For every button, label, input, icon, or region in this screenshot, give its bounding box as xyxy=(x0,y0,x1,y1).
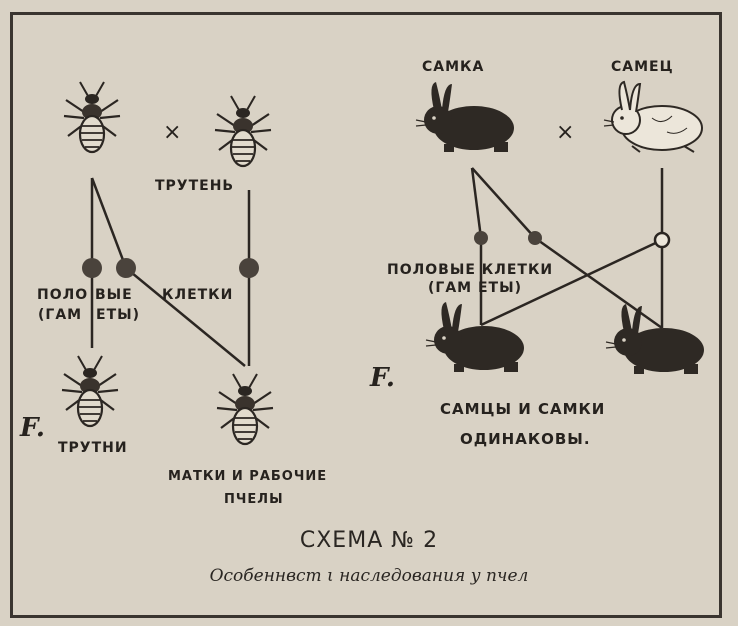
female-gamete-dot xyxy=(528,231,542,245)
female-rabbit-icon xyxy=(416,82,514,152)
rabbit-offspring-label-2: ОДИНАКОВЫ. xyxy=(460,430,591,448)
worker-offspring-bee-icon xyxy=(217,374,273,444)
gamete-dot xyxy=(239,258,259,278)
queens-workers-label: МАТКИ И РАБОЧИЕ xyxy=(168,469,327,484)
bee-gametes-label-2: ВЫЕ xyxy=(95,287,133,303)
female-gamete-dot xyxy=(474,231,488,245)
bee-gametes-paren-2: ЕТЫ) xyxy=(96,307,140,323)
male-gamete-dot xyxy=(655,233,669,247)
drone-offspring-bee-icon xyxy=(62,356,118,426)
rabbit-cross-sign: × xyxy=(556,120,575,145)
rabbit-inheritance-lines xyxy=(472,168,662,328)
queen-bee-icon xyxy=(64,82,120,152)
bee-f1-label: F. xyxy=(20,413,45,443)
bee-gametes-paren-1: (ГАМ xyxy=(38,307,82,323)
male-rabbit-icon xyxy=(604,82,702,152)
drone-label: ТРУТЕНЬ xyxy=(155,178,234,194)
bee-cells-label: КЛЕТКИ xyxy=(162,287,233,303)
male-label: САМЕЦ xyxy=(611,59,674,75)
offspring-rabbit-right-icon xyxy=(606,304,704,374)
queens-workers-label-2: ПЧЕЛЫ xyxy=(224,492,284,507)
rabbit-offspring-label-1: САМЦЫ И САМКИ xyxy=(440,400,605,418)
scheme-title: СХЕМА № 2 xyxy=(0,528,738,553)
rabbit-gametes-label: ПОЛОВЫЕ КЛЕТКИ xyxy=(387,262,553,278)
drone-bee-icon xyxy=(215,96,271,166)
gamete-dot xyxy=(116,258,136,278)
female-label: САМКА xyxy=(422,59,484,75)
rabbit-gametes-paren: (ГАМ ЕТЫ) xyxy=(428,280,522,296)
bee-cross-sign: × xyxy=(163,120,182,145)
rabbit-f1-label: F. xyxy=(370,363,395,393)
gamete-dot xyxy=(82,258,102,278)
scheme-subtitle: Особеннвст ι наследования у пчел xyxy=(0,566,738,586)
drones-offspring-label: ТРУТНИ xyxy=(58,440,128,456)
bee-inheritance-lines xyxy=(92,178,249,366)
bee-gametes-label-1: ПОЛО xyxy=(37,287,88,303)
